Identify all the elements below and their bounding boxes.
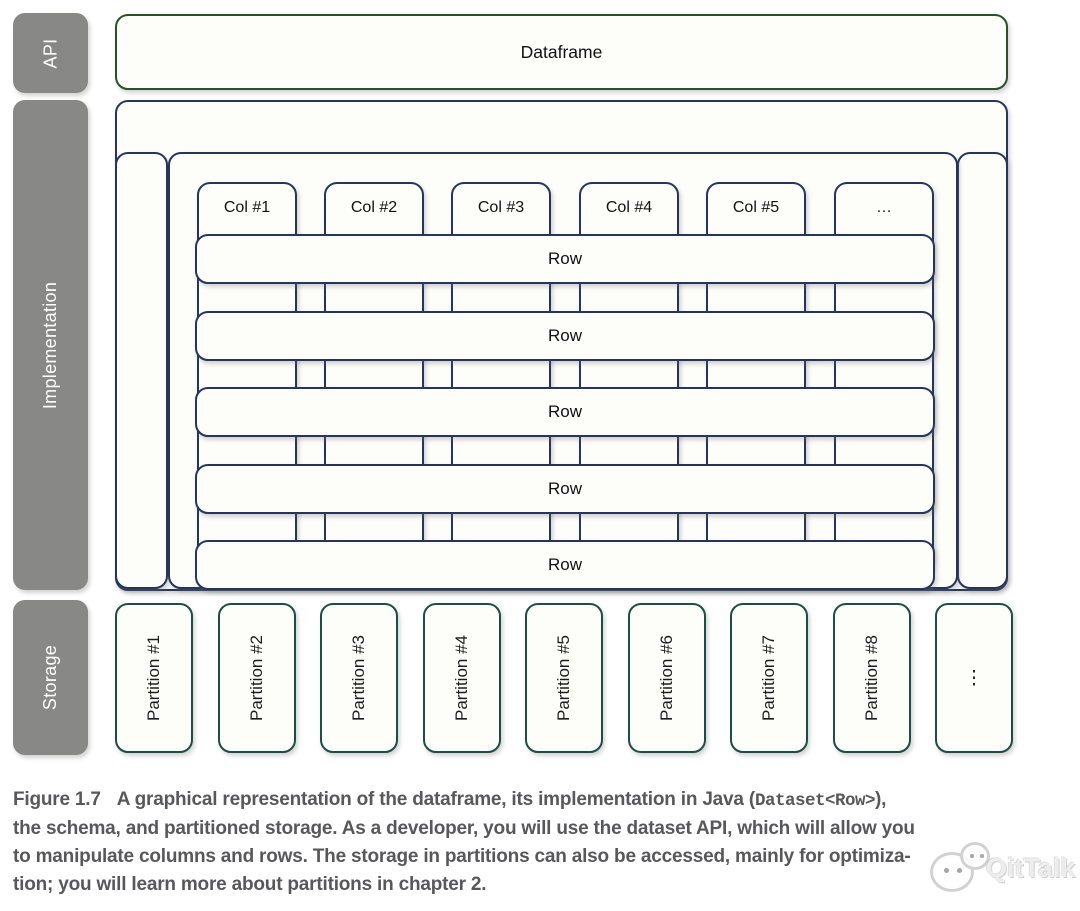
partition-box-5: Partition #5 [525, 603, 603, 753]
schema-container: Col #1 Col #2 Col #3 Col #4 Col #5 … Row… [168, 152, 958, 590]
partition-label: Partition #7 [759, 635, 778, 721]
row-bar-5: Row [195, 540, 935, 590]
figure-caption: Figure 1.7 A graphical representation of … [13, 786, 1073, 899]
row-bar-2: Row [195, 311, 935, 361]
partition-label: Partition #5 [554, 635, 573, 721]
partition-box-2: Partition #2 [217, 603, 296, 753]
partition-box-ellipsis: ⋮ [935, 603, 1013, 753]
row-bar-1: Row [195, 234, 935, 284]
partition-label: Partition #8 [861, 635, 881, 721]
api-layer-band: API [13, 13, 88, 93]
caption-text: ), [875, 789, 887, 810]
caption-line-3: to manipulate columns and rows. The stor… [13, 846, 911, 867]
dataframe-box: Dataframe [115, 14, 1008, 90]
dataframe-label: Dataframe [520, 41, 603, 62]
caption-line-2: the schema, and partitioned storage. As … [13, 818, 915, 839]
dataset-right-rail [957, 152, 1008, 589]
partition-label: Partition #2 [246, 635, 266, 721]
partition-box-7: Partition #7 [730, 603, 808, 753]
partition-box-1: Partition #1 [115, 603, 193, 753]
column-label: Col #3 [477, 199, 525, 216]
partition-ellipsis: ⋮ [964, 667, 984, 689]
column-label: … [876, 199, 892, 216]
row-bar-4: Row [195, 464, 935, 514]
partition-label: Partition #1 [144, 635, 163, 721]
partition-label: Partition #6 [656, 635, 676, 721]
column-label: Col #1 [223, 199, 271, 216]
implementation-layer-label: Implementation [40, 281, 61, 409]
storage-layer-label: Storage [40, 644, 60, 711]
column-label: Col #2 [350, 199, 398, 216]
caption-line-4: tion; you will learn more about partitio… [13, 874, 487, 895]
partition-box-6: Partition #6 [627, 603, 706, 753]
storage-layer-band: Storage [13, 600, 88, 755]
partition-box-3: Partition #3 [320, 603, 398, 753]
implementation-layer-band: Implementation [13, 100, 88, 590]
partition-label: Partition #4 [451, 635, 471, 721]
figure-number: Figure 1.7 [13, 789, 101, 810]
dataset-left-rail [115, 152, 168, 589]
column-label: Col #5 [732, 199, 780, 216]
partition-box-4: Partition #4 [422, 603, 501, 753]
partition-label: Partition #3 [349, 635, 368, 721]
caption-text: A graphical representation of the datafr… [116, 789, 755, 810]
partition-box-8: Partition #8 [832, 603, 911, 753]
api-layer-label: API [39, 38, 60, 68]
caption-code: Dataset<Row> [755, 791, 876, 811]
column-label: Col #4 [605, 199, 653, 216]
row-bar-3: Row [195, 387, 935, 437]
caption-line-1: Figure 1.7 A graphical representation of … [13, 786, 1073, 815]
